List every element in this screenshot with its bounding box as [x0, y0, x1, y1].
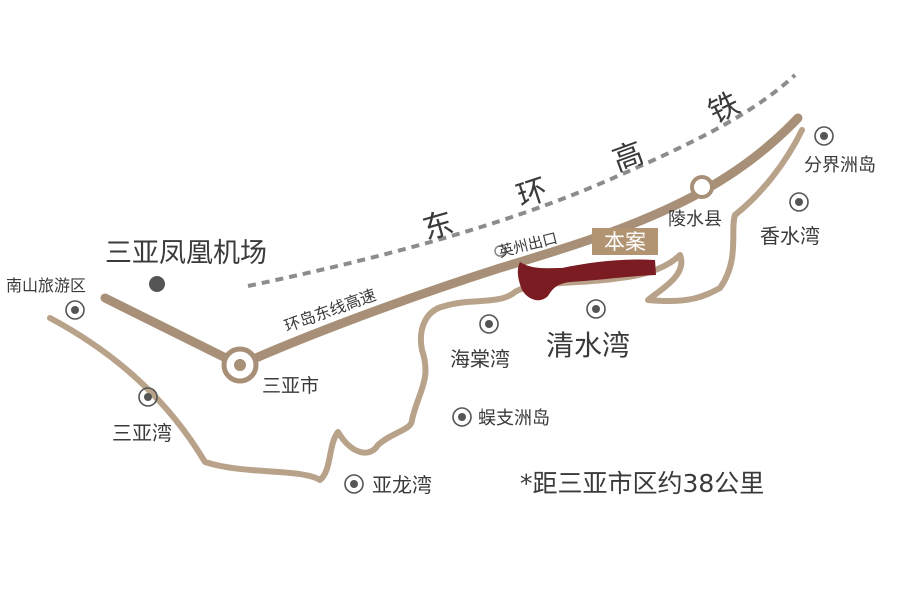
poi-qingshui-bay-icon: [586, 299, 606, 319]
fenjiezhou-label: 分界洲岛: [804, 155, 876, 176]
highway-line: [100, 113, 803, 370]
wuzhizhou-label: 蜈支洲岛: [478, 408, 550, 429]
lingshui-marker: [690, 175, 714, 199]
poi-yalong-bay-icon: [344, 474, 364, 494]
airport-label: 三亚凤凰机场: [105, 238, 267, 269]
sanya-city-marker: [221, 346, 259, 384]
railway-label-char: 东: [419, 206, 457, 248]
project-label-box: [592, 228, 658, 255]
poi-xiangshui-bay-icon: [789, 192, 809, 212]
project-label: 本案: [604, 230, 646, 254]
poi-nanshan-icon: [65, 300, 85, 320]
nanshan-label: 南山旅游区: [6, 276, 86, 295]
railway-label-char: 铁: [703, 86, 745, 131]
poi-sanya-bay-icon: [138, 387, 158, 407]
coastline: [47, 127, 805, 483]
distance-note: *距三亚市区约38公里: [520, 469, 764, 498]
qingshui-bay-label: 清水湾: [546, 329, 630, 362]
yalong-bay-label: 亚龙湾: [372, 473, 432, 497]
exit-marker: [494, 245, 506, 257]
railway-label-char: 环: [512, 172, 551, 215]
lingshui-label: 陵水县: [668, 209, 722, 230]
poi-wuzhizhou-icon: [452, 407, 472, 427]
haitang-bay-label: 海棠湾: [450, 347, 510, 371]
sanya-city-label: 三亚市: [262, 375, 319, 397]
railway-label-char: 高: [608, 136, 648, 179]
sanya-bay-label: 三亚湾: [112, 421, 172, 445]
airport-marker: [149, 276, 165, 292]
project-area: [517, 259, 656, 301]
xiangshui-bay-label: 香水湾: [760, 224, 820, 248]
poi-fenjiezhou-icon: [814, 126, 834, 146]
poi-haitang-bay-icon: [479, 314, 499, 334]
